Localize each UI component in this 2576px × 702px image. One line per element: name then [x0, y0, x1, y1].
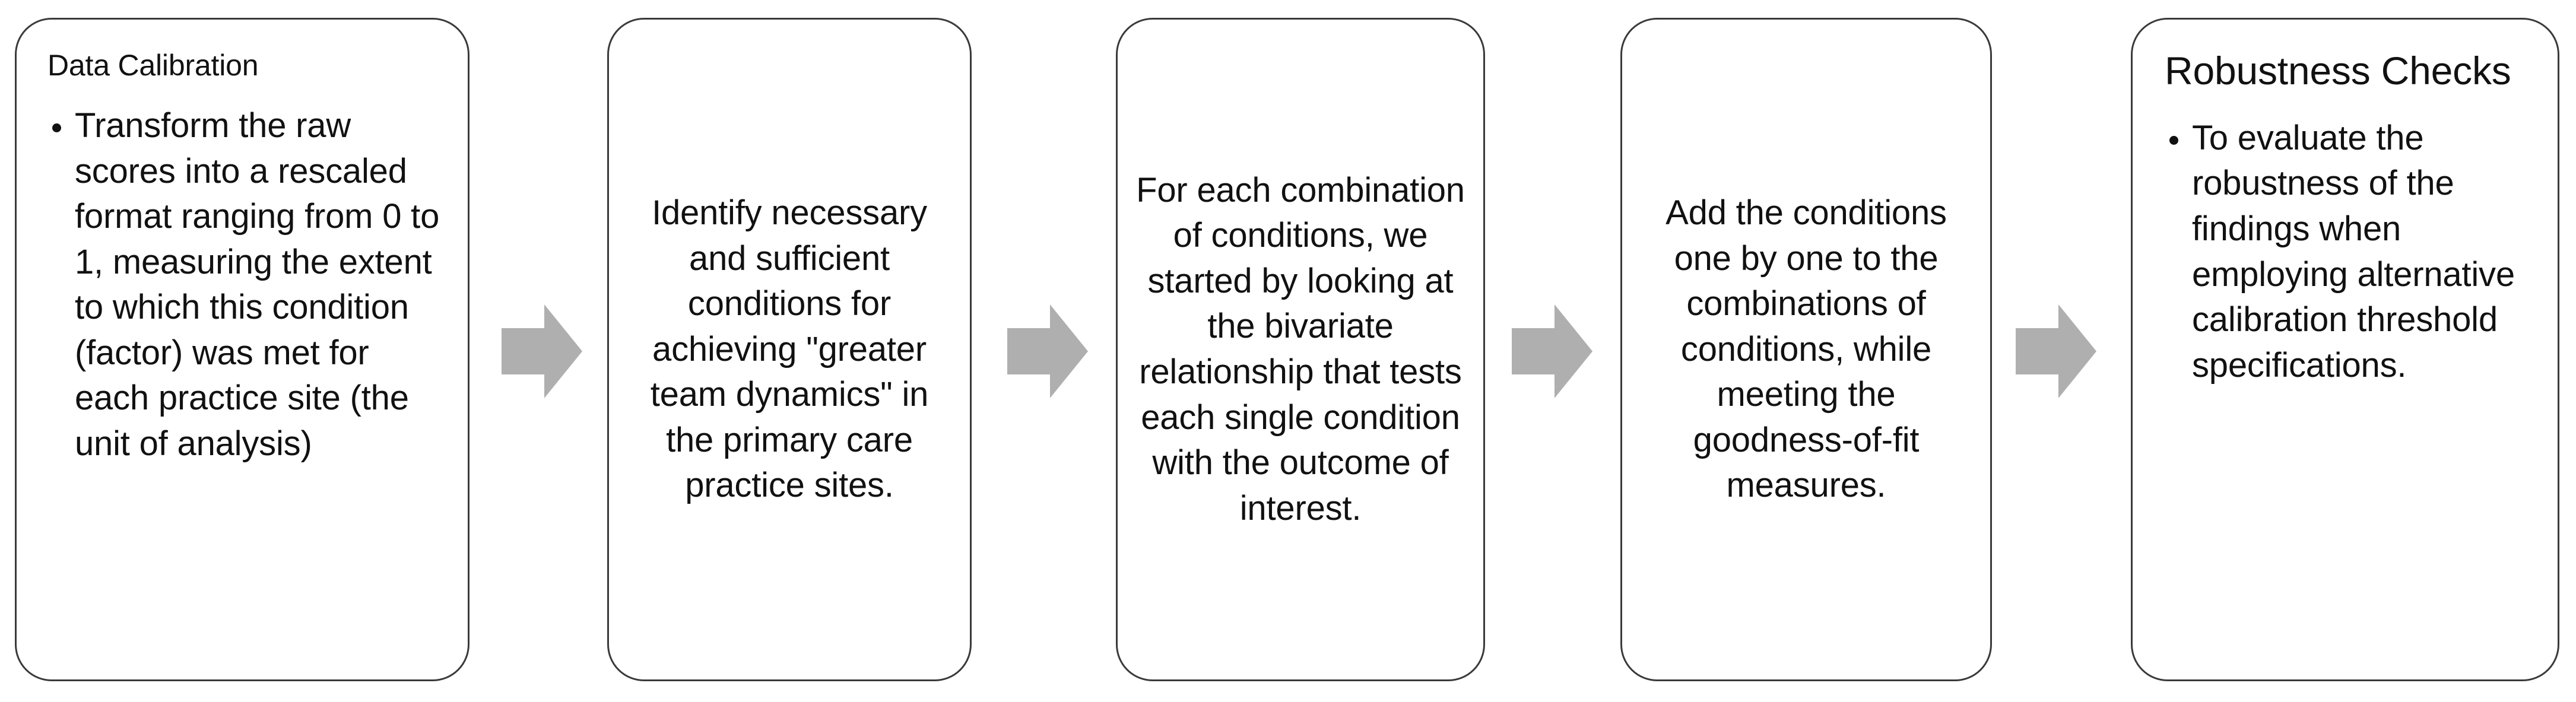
flow-arrow-1 — [502, 304, 582, 398]
right-arrow-icon — [2016, 304, 2096, 398]
flow-arrow-3 — [1512, 304, 1592, 398]
right-arrow-icon — [1512, 304, 1592, 398]
process-step-4[interactable]: Add the conditions one by one to the com… — [1620, 18, 1992, 681]
process-step-5[interactable]: Robustness Checks To evaluate the robust… — [2131, 18, 2559, 681]
right-arrow-icon — [1007, 304, 1088, 398]
flow-arrow-2 — [1007, 304, 1088, 398]
process-step-5-title: Robustness Checks — [2165, 49, 2511, 93]
process-step-5-body: To evaluate the robustness of the findin… — [2165, 116, 2540, 388]
process-step-1-title: Data Calibration — [47, 49, 259, 82]
bullet-item: To evaluate the robustness of the findin… — [2165, 116, 2540, 388]
process-step-2[interactable]: Identify necessary and sufficient condit… — [607, 18, 972, 681]
process-step-1[interactable]: Data Calibration Transform the raw score… — [15, 18, 469, 681]
process-step-3[interactable]: For each combination of conditions, we s… — [1116, 18, 1485, 681]
process-step-3-body: For each combination of conditions, we s… — [1136, 170, 1465, 528]
right-arrow-icon — [502, 304, 582, 398]
process-step-1-bullet-list: Transform the raw scores into a rescaled… — [47, 103, 450, 466]
process-step-1-body: Transform the raw scores into a rescaled… — [47, 103, 450, 466]
process-step-4-body: Add the conditions one by one to the com… — [1665, 193, 1947, 505]
process-step-5-bullet-list: To evaluate the robustness of the findin… — [2165, 116, 2540, 388]
bullet-item: Transform the raw scores into a rescaled… — [47, 103, 450, 466]
process-step-2-body: Identify necessary and sufficient condit… — [650, 193, 929, 505]
flow-arrow-4 — [2016, 304, 2096, 398]
